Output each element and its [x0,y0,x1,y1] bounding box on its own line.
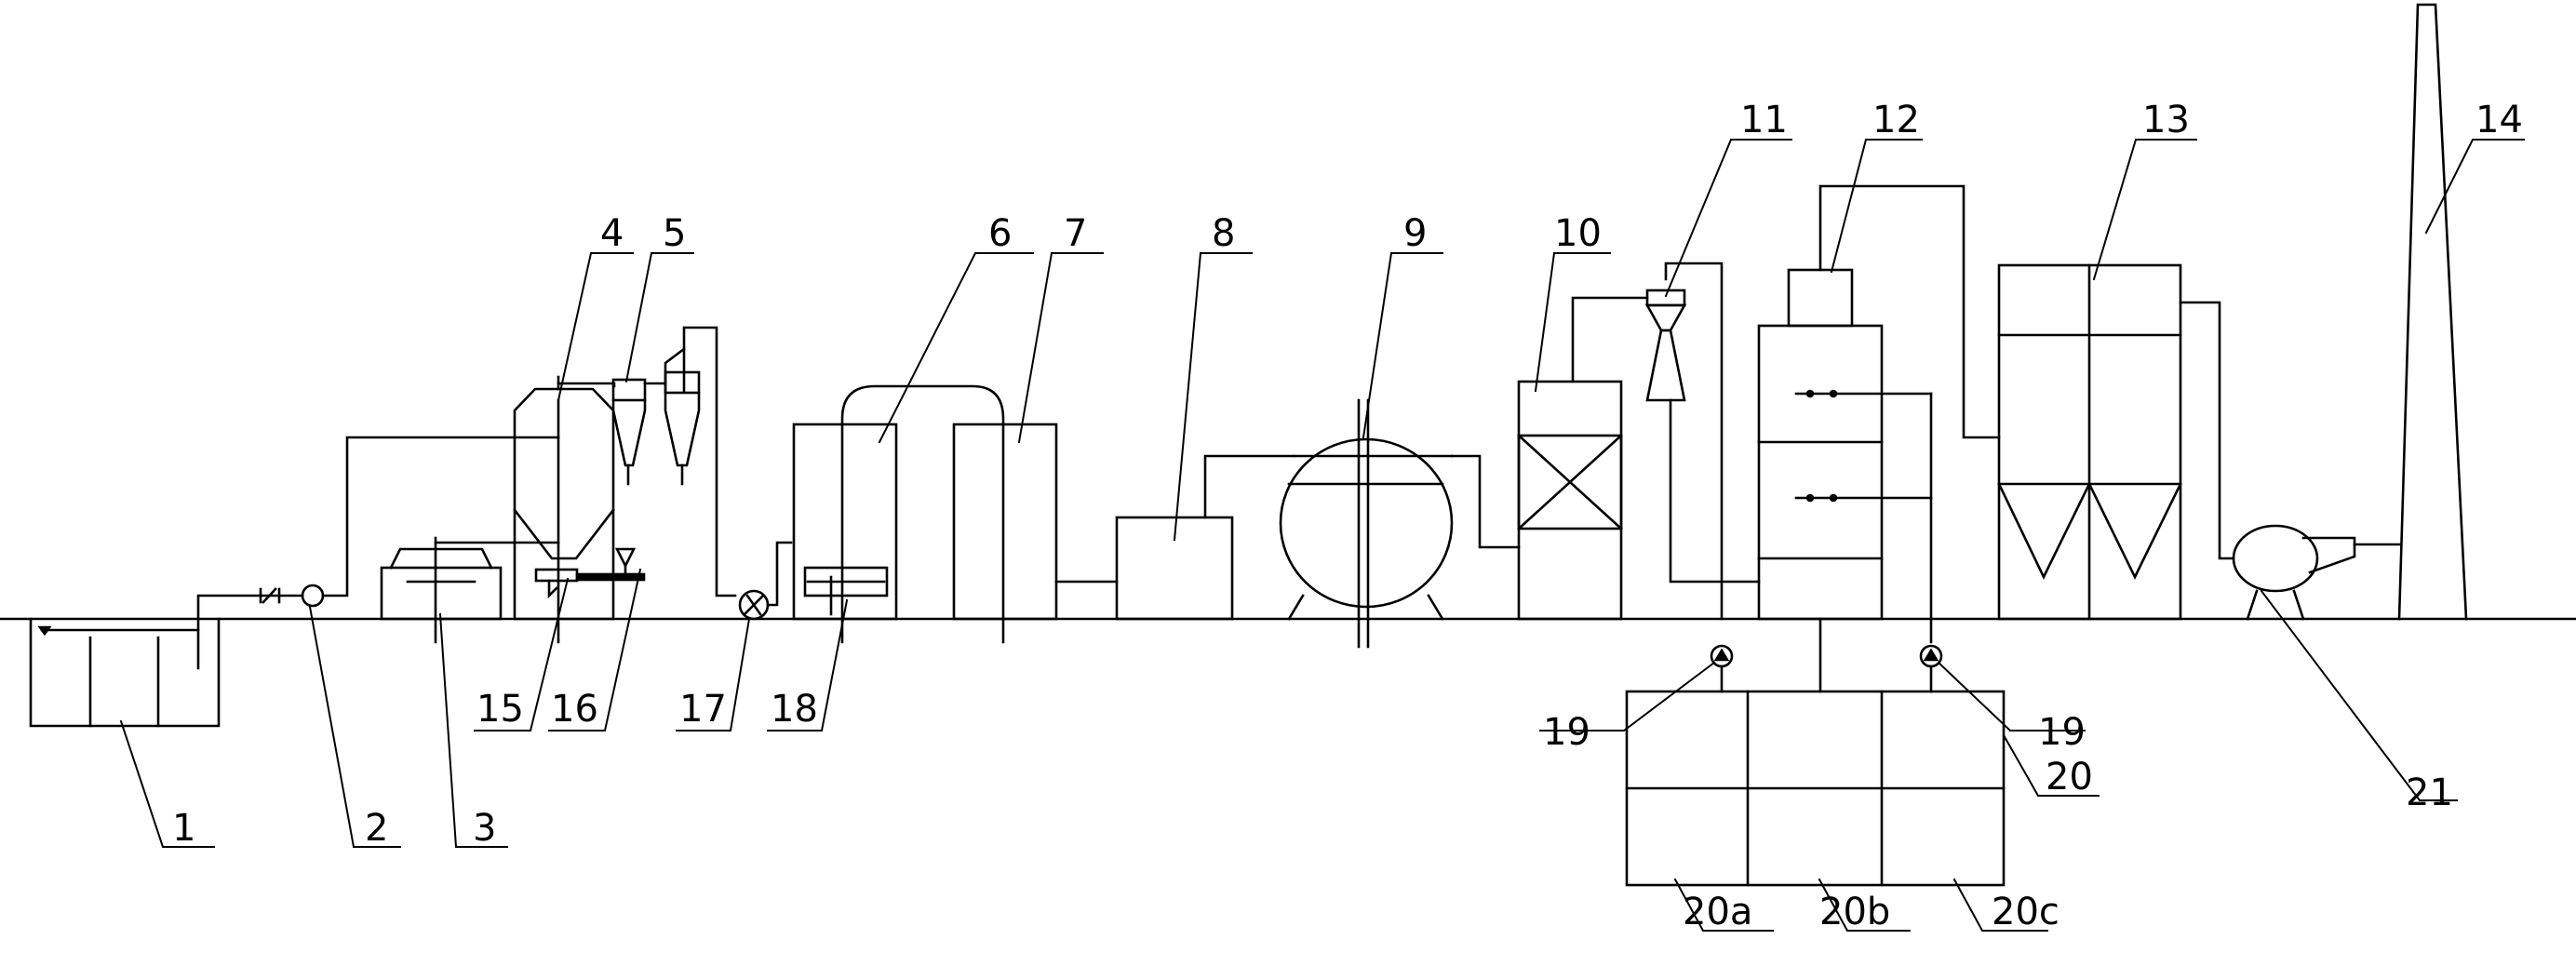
filter-13 [1997,263,2235,621]
label-3: 3 [473,807,496,850]
label-20c: 20c [1992,891,2059,933]
label-19-left: 19 [1543,711,1590,754]
leader-lines [119,139,2525,932]
unit-7 [952,423,1119,644]
pipe-pump-to-tower [321,436,560,597]
label-7: 7 [1064,212,1087,255]
drum-9 [1279,398,1521,649]
absorber-12 [1757,184,2001,644]
tank-1 [29,617,221,728]
label-12: 12 [1872,99,1920,141]
stack-14 [2397,3,2468,621]
label-10: 10 [1554,212,1602,255]
label-11: 11 [1740,99,1788,141]
pump-19-left [1710,644,1734,693]
venturi-11 [1644,262,1761,621]
label-19-right: 19 [2038,711,2086,754]
label-4: 4 [600,212,624,255]
label-14: 14 [2475,99,2523,141]
label-16: 16 [551,688,598,731]
machine-3 [380,536,560,644]
pump-19-right [1919,644,1943,693]
cyclone-5 [557,326,737,597]
label-17: 17 [679,688,727,731]
fan-21 [2232,524,2401,621]
unit-8 [1115,454,1295,621]
label-20b: 20b [1819,891,1890,933]
label-13: 13 [2142,99,2190,141]
label-8: 8 [1212,212,1235,255]
label-18: 18 [771,688,818,731]
scrubber-10 [1517,296,1649,621]
label-6: 6 [988,212,1012,255]
label-21: 21 [2406,772,2453,814]
label-15: 15 [476,688,524,731]
label-9: 9 [1403,212,1427,255]
label-5: 5 [663,212,686,255]
label-1: 1 [172,807,195,850]
feed-pipe [196,587,304,621]
label-20: 20 [2046,756,2093,799]
unit-6 [792,384,1005,644]
tank-20 [1625,617,2006,887]
label-20a: 20a [1683,891,1752,933]
spray-tower-4 [513,387,646,644]
label-2: 2 [365,807,388,850]
pump-2 [301,584,325,608]
pump-17 [738,541,793,621]
